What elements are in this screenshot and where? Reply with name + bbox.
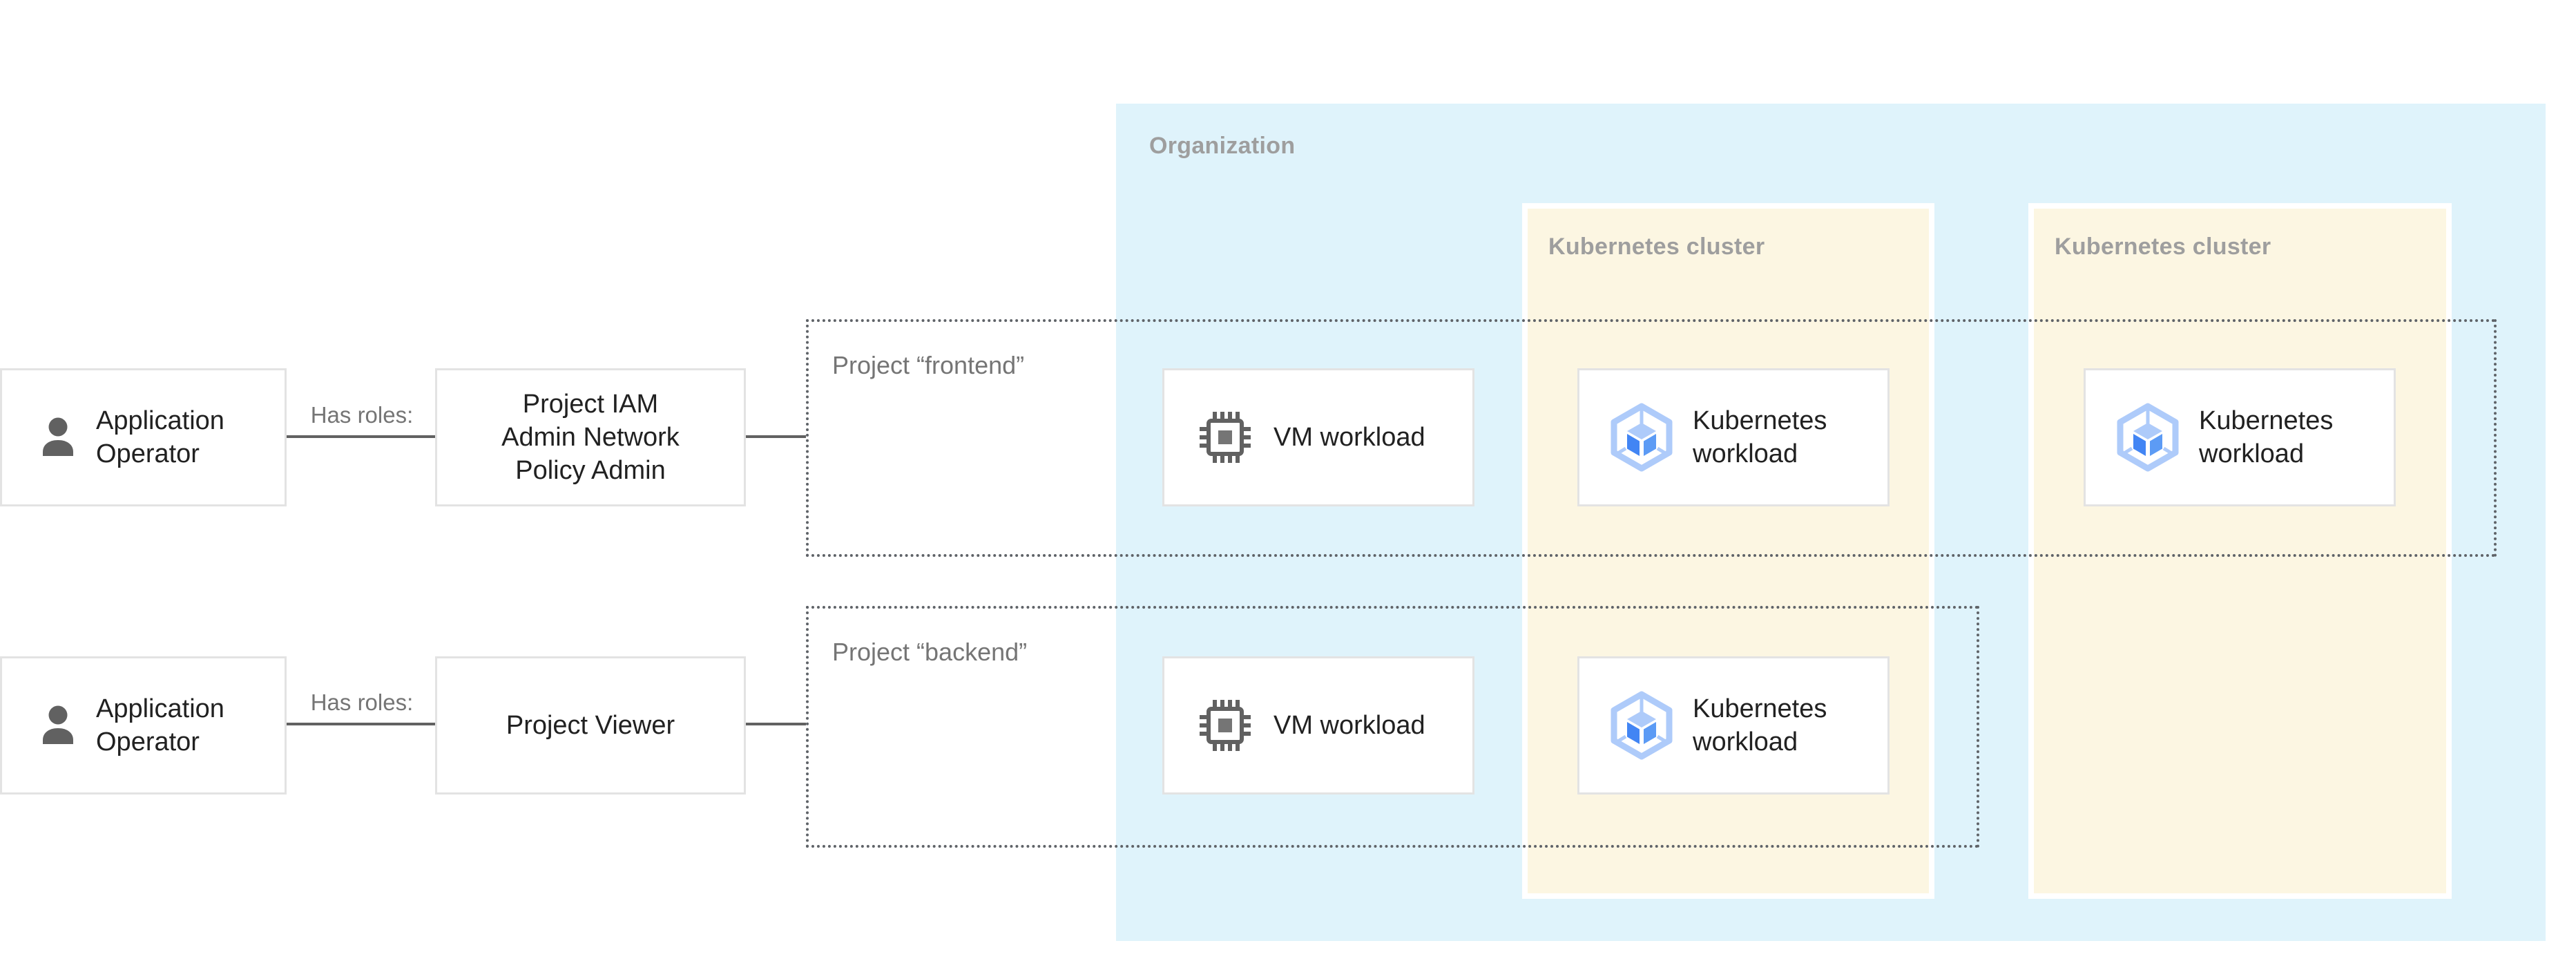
kubernetes-workload-label: Kubernetes workload: [1693, 406, 1827, 468]
kubernetes-workload-box-cluster2-frontend: Kubernetes workload: [2084, 368, 2396, 506]
kubernetes-icon: [1610, 691, 1673, 760]
kubernetes-workload-box-cluster1-frontend: Kubernetes workload: [1577, 368, 1890, 506]
project-backend-zone: Project “backend”: [806, 606, 1979, 848]
has-roles-label: Has roles:: [310, 402, 414, 428]
project-backend-label: Project “backend”: [832, 638, 1028, 666]
organization-label: Organization: [1149, 133, 1296, 159]
kubernetes-workload-box-cluster1-backend: Kubernetes workload: [1577, 656, 1890, 795]
has-roles-label: Has roles:: [310, 690, 414, 715]
role-line: Project IAM: [522, 390, 659, 419]
person-icon: [43, 705, 73, 744]
chip-icon: [1199, 411, 1251, 464]
role-box-label: Project IAM Admin Network Policy Admin: [501, 388, 680, 487]
project-frontend-label: Project “frontend”: [832, 351, 1025, 379]
kubernetes-cluster-label-1: Kubernetes cluster: [1548, 234, 1765, 260]
connector-line: [287, 435, 437, 438]
kubernetes-cluster-zone-2: Kubernetes cluster: [2028, 203, 2452, 899]
project-viewer-role-box: Project Viewer: [435, 656, 746, 795]
vm-workload-box-backend: VM workload: [1162, 656, 1474, 795]
connector-line: [746, 723, 806, 725]
kubernetes-cluster-label-2: Kubernetes cluster: [2055, 234, 2271, 260]
connector-line: [746, 435, 806, 438]
chip-icon: [1199, 699, 1251, 752]
person-icon: [43, 417, 73, 456]
project-frontend-zone: Project “frontend”: [806, 319, 2497, 557]
vm-workload-label: VM workload: [1273, 711, 1425, 740]
vm-workload-box-frontend: VM workload: [1162, 368, 1474, 506]
project-iam-admin-role-box: Project IAM Admin Network Policy Admin: [435, 368, 746, 506]
role-line: Policy Admin: [515, 456, 666, 485]
application-operator-label: Application Operator: [96, 406, 224, 468]
kubernetes-icon: [1610, 403, 1673, 472]
application-operator-label: Application Operator: [96, 694, 224, 757]
kubernetes-workload-label: Kubernetes workload: [2199, 406, 2334, 468]
application-operator-box: Application Operator: [0, 368, 287, 506]
role-box-label: Project Viewer: [506, 709, 675, 742]
connector-line: [287, 723, 437, 725]
vm-workload-label: VM workload: [1273, 423, 1425, 452]
role-line: Project Viewer: [506, 711, 675, 740]
application-operator-box: Application Operator: [0, 656, 287, 795]
kubernetes-workload-label: Kubernetes workload: [1693, 694, 1827, 757]
kubernetes-icon: [2116, 403, 2180, 472]
role-line: Admin Network: [501, 423, 680, 452]
